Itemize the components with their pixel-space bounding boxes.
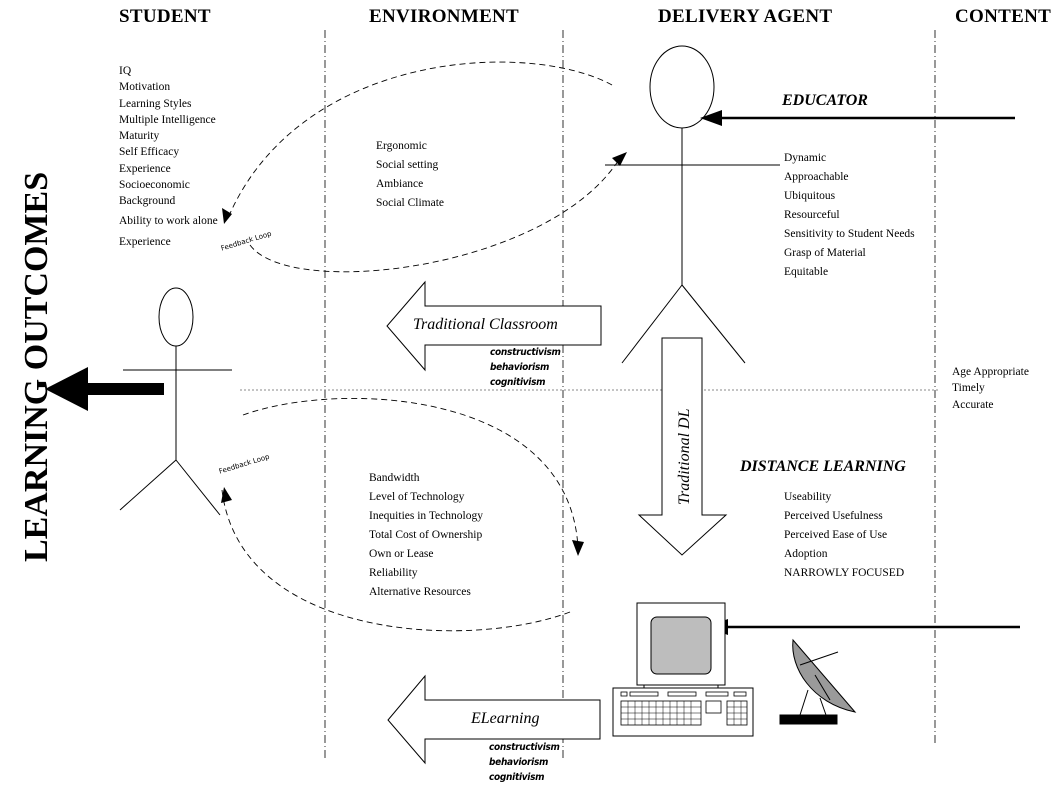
educator-label: EDUCATOR (782, 92, 868, 109)
list-item: Multiple Intelligence (119, 113, 216, 126)
list-item: Social Climate (376, 197, 445, 209)
list-item: Total Cost of Ownership (369, 529, 483, 541)
header-environment: ENVIRONMENT (369, 6, 520, 27)
educator-figure (605, 45, 780, 364)
computer-icon (612, 602, 754, 737)
educator-trait-list: Dynamic Approachable Ubiquitous Resource… (784, 152, 915, 286)
theory-item: cognitivism (489, 772, 545, 783)
traditional-classroom-label: Traditional Classroom (413, 316, 558, 333)
distance-learning-trait-list: Useability Perceived Usefulness Perceive… (784, 491, 905, 587)
list-item: Social setting (376, 159, 439, 171)
list-item: Adoption (784, 548, 828, 560)
list-item: Motivation (119, 81, 171, 94)
elearning-theories: constructivism behaviorism cognitivism (489, 740, 560, 785)
traditional-dl-arrow (637, 337, 728, 556)
list-item: Maturity (119, 130, 160, 143)
feedback-arrowheads (221, 152, 627, 556)
theory-item: constructivism (490, 347, 561, 358)
list-item: Experience (119, 235, 171, 248)
list-item: Bandwidth (369, 472, 420, 484)
header-student: STUDENT (119, 6, 211, 27)
list-item: Dynamic (784, 152, 827, 164)
list-item: Alternative Resources (369, 586, 471, 598)
list-item: Perceived Ease of Use (784, 529, 888, 541)
list-item: Useability (784, 491, 832, 503)
list-item: Level of Technology (369, 491, 465, 503)
traditional-dl-label: Traditional DL (676, 408, 693, 505)
student-figure (119, 287, 232, 516)
list-item: Own or Lease (369, 548, 434, 560)
header-content: CONTENT (955, 6, 1052, 27)
elearning-label: ELearning (471, 710, 540, 727)
traditional-classroom-theories: constructivism behaviorism cognitivism (490, 345, 561, 390)
list-item: Equitable (784, 266, 829, 278)
list-item: IQ (119, 65, 132, 77)
list-item: Ubiquitous (784, 190, 836, 202)
theory-item: behaviorism (490, 362, 550, 373)
list-item: Accurate (952, 398, 994, 411)
learning-outcomes-arrow (45, 367, 164, 411)
list-item: Ergonomic (376, 140, 427, 152)
distance-learning-label: DISTANCE LEARNING (740, 458, 906, 475)
list-item: Learning Styles (119, 97, 192, 110)
list-item: NARROWLY FOCUSED (784, 567, 905, 579)
feedback-loops (221, 61, 621, 632)
list-item: Background (119, 195, 176, 208)
list-item: Inequities in Technology (369, 510, 483, 522)
list-item: Socioeconomic (119, 179, 190, 192)
header-delivery-agent: DELIVERY AGENT (658, 6, 833, 27)
content-to-computer-arrow (706, 619, 1020, 635)
list-item: Perceived Usefulness (784, 510, 883, 522)
theory-item: constructivism (489, 742, 560, 753)
theory-item: behaviorism (489, 757, 549, 768)
list-item: Resourceful (784, 209, 840, 221)
list-item: Approachable (784, 171, 849, 183)
learning-outcomes-label: LEARNING OUTCOMES (18, 171, 55, 562)
environment-bottom-list: Bandwidth Level of Technology Inequities… (369, 472, 483, 606)
traditional-classroom-arrow (386, 280, 602, 372)
content-to-educator-arrow (700, 110, 1015, 126)
list-item: Experience (119, 162, 171, 175)
list-item: Sensitivity to Student Needs (784, 228, 915, 240)
theory-item: cognitivism (490, 377, 546, 388)
satellite-dish-icon (779, 638, 857, 725)
student-attribute-list: IQ Motivation Learning Styles Multiple I… (119, 65, 218, 253)
environment-top-list: Ergonomic Social setting Ambiance Social… (376, 140, 445, 217)
elearning-arrow (387, 674, 601, 765)
list-item: Ambiance (376, 178, 424, 190)
list-item: Reliability (369, 567, 418, 579)
list-item: Timely (952, 382, 985, 395)
content-list: Age Appropriate Timely Accurate (952, 366, 1029, 416)
list-item: Age Appropriate (952, 366, 1029, 378)
list-item: Grasp of Material (784, 247, 866, 259)
list-item: Self Efficacy (119, 146, 180, 159)
list-item: Ability to work alone (119, 214, 218, 227)
